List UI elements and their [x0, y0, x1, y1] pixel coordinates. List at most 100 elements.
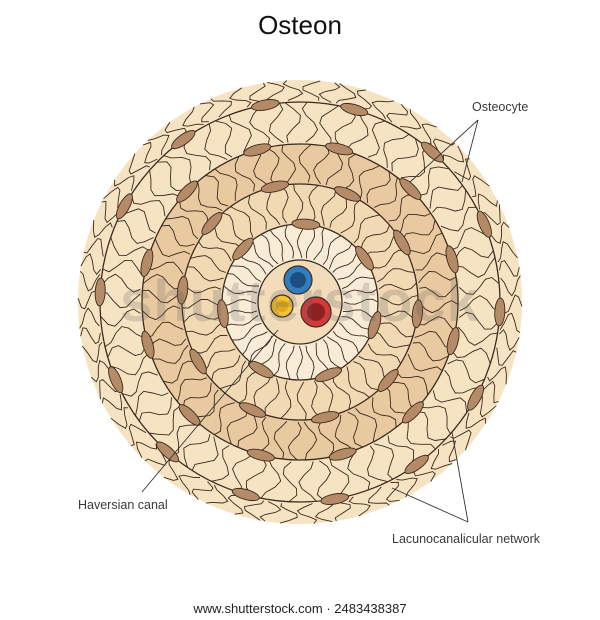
canaliculus: [414, 330, 452, 350]
canaliculus: [329, 192, 348, 228]
osteocyte: [310, 411, 340, 424]
canaliculus: [135, 390, 169, 416]
canaliculus: [332, 500, 351, 522]
canaliculus: [100, 273, 141, 293]
canaliculus: [487, 366, 507, 385]
canaliculus: [110, 407, 128, 429]
canaliculus: [104, 326, 145, 348]
label-haversian-canal: Haversian canal: [78, 498, 168, 512]
canaliculus: [234, 156, 255, 192]
osteocyte: [189, 348, 207, 375]
canaliculus: [419, 300, 459, 314]
canaliculus: [340, 199, 361, 234]
canaliculus: [500, 275, 521, 297]
canaliculus: [335, 83, 357, 104]
canaliculus: [367, 120, 386, 158]
canaliculus: [322, 339, 342, 369]
canaliculus: [178, 474, 201, 496]
canaliculus: [481, 204, 501, 226]
canaliculus: [225, 315, 259, 327]
osteocyte: [377, 369, 399, 392]
canaliculus: [191, 436, 219, 471]
canaliculus: [302, 80, 321, 101]
canaliculus: [199, 102, 215, 123]
canaliculus: [114, 175, 135, 191]
canaliculus: [391, 138, 419, 172]
canaliculus: [280, 380, 292, 419]
canaliculus: [185, 321, 223, 336]
canaliculus: [205, 484, 229, 504]
canaliculus: [360, 224, 390, 250]
osteocyte: [320, 493, 349, 505]
canaliculus: [282, 461, 298, 503]
canaliculus: [223, 285, 258, 294]
canaliculus: [325, 147, 343, 186]
canaliculus: [190, 255, 226, 273]
canaliculus: [379, 294, 418, 306]
canaliculus: [163, 360, 197, 384]
canaliculus: [296, 381, 307, 420]
label-osteocyte: Osteocyte: [472, 100, 529, 114]
canaliculus: [298, 461, 317, 502]
canaliculus: [316, 460, 332, 501]
osteocyte: [171, 130, 196, 150]
canaliculus: [319, 105, 339, 145]
canaliculus: [407, 354, 443, 372]
osteocyte: [108, 366, 124, 394]
canaliculus: [477, 193, 498, 210]
osteocyte: [367, 311, 382, 340]
canaliculus: [249, 82, 267, 104]
blood-vessel-red-lumen: [307, 303, 325, 321]
canaliculus: [388, 194, 417, 222]
canaliculus: [400, 146, 427, 179]
canaliculus: [298, 144, 312, 183]
osteocyte: [445, 245, 459, 274]
canaliculus: [154, 238, 191, 257]
osteocyte: [355, 245, 374, 271]
canaliculus: [182, 106, 204, 127]
osteocyte: [239, 402, 266, 418]
osteocyte: [404, 454, 429, 474]
canaliculus: [148, 406, 180, 436]
canaliculus: [358, 355, 388, 383]
osteocyte: [246, 448, 275, 462]
canaliculus: [378, 282, 417, 291]
canaliculus: [242, 331, 268, 355]
canaliculus: [183, 434, 211, 468]
canaliculus: [204, 348, 236, 372]
canaliculus: [212, 221, 242, 249]
osteocyte: [115, 193, 133, 220]
canaliculus: [334, 414, 354, 451]
canaliculus: [80, 253, 102, 275]
canaliculus: [329, 459, 350, 499]
canaliculus: [285, 345, 295, 380]
canaliculus: [238, 370, 259, 404]
canaliculus: [100, 308, 141, 327]
canaliculus: [147, 134, 170, 156]
canaliculus: [296, 503, 318, 524]
canaliculus: [260, 458, 282, 499]
canaliculus: [128, 153, 150, 175]
canaliculus: [459, 277, 500, 295]
canaliculus: [358, 165, 380, 199]
canaliculus: [332, 249, 359, 273]
canaliculus: [377, 268, 415, 283]
canaliculus: [79, 307, 100, 329]
osteocyte: [176, 180, 198, 203]
canaliculus: [353, 361, 379, 391]
canaliculus: [191, 481, 214, 500]
canaliculus: [197, 181, 223, 212]
label-lacunocanalicular-network: Lacunocanalicular network: [392, 532, 541, 546]
canaliculus: [149, 170, 180, 197]
canaliculus: [388, 381, 418, 409]
canaliculus: [79, 270, 101, 292]
osteocyte: [217, 299, 229, 328]
canaliculus: [343, 298, 379, 305]
canaliculus: [444, 369, 481, 394]
canaliculus: [367, 486, 390, 506]
canaliculus: [402, 219, 436, 240]
canaliculus: [334, 108, 356, 148]
canaliculus: [337, 261, 367, 280]
osteocyte: [232, 237, 254, 261]
canaliculus: [346, 366, 370, 398]
